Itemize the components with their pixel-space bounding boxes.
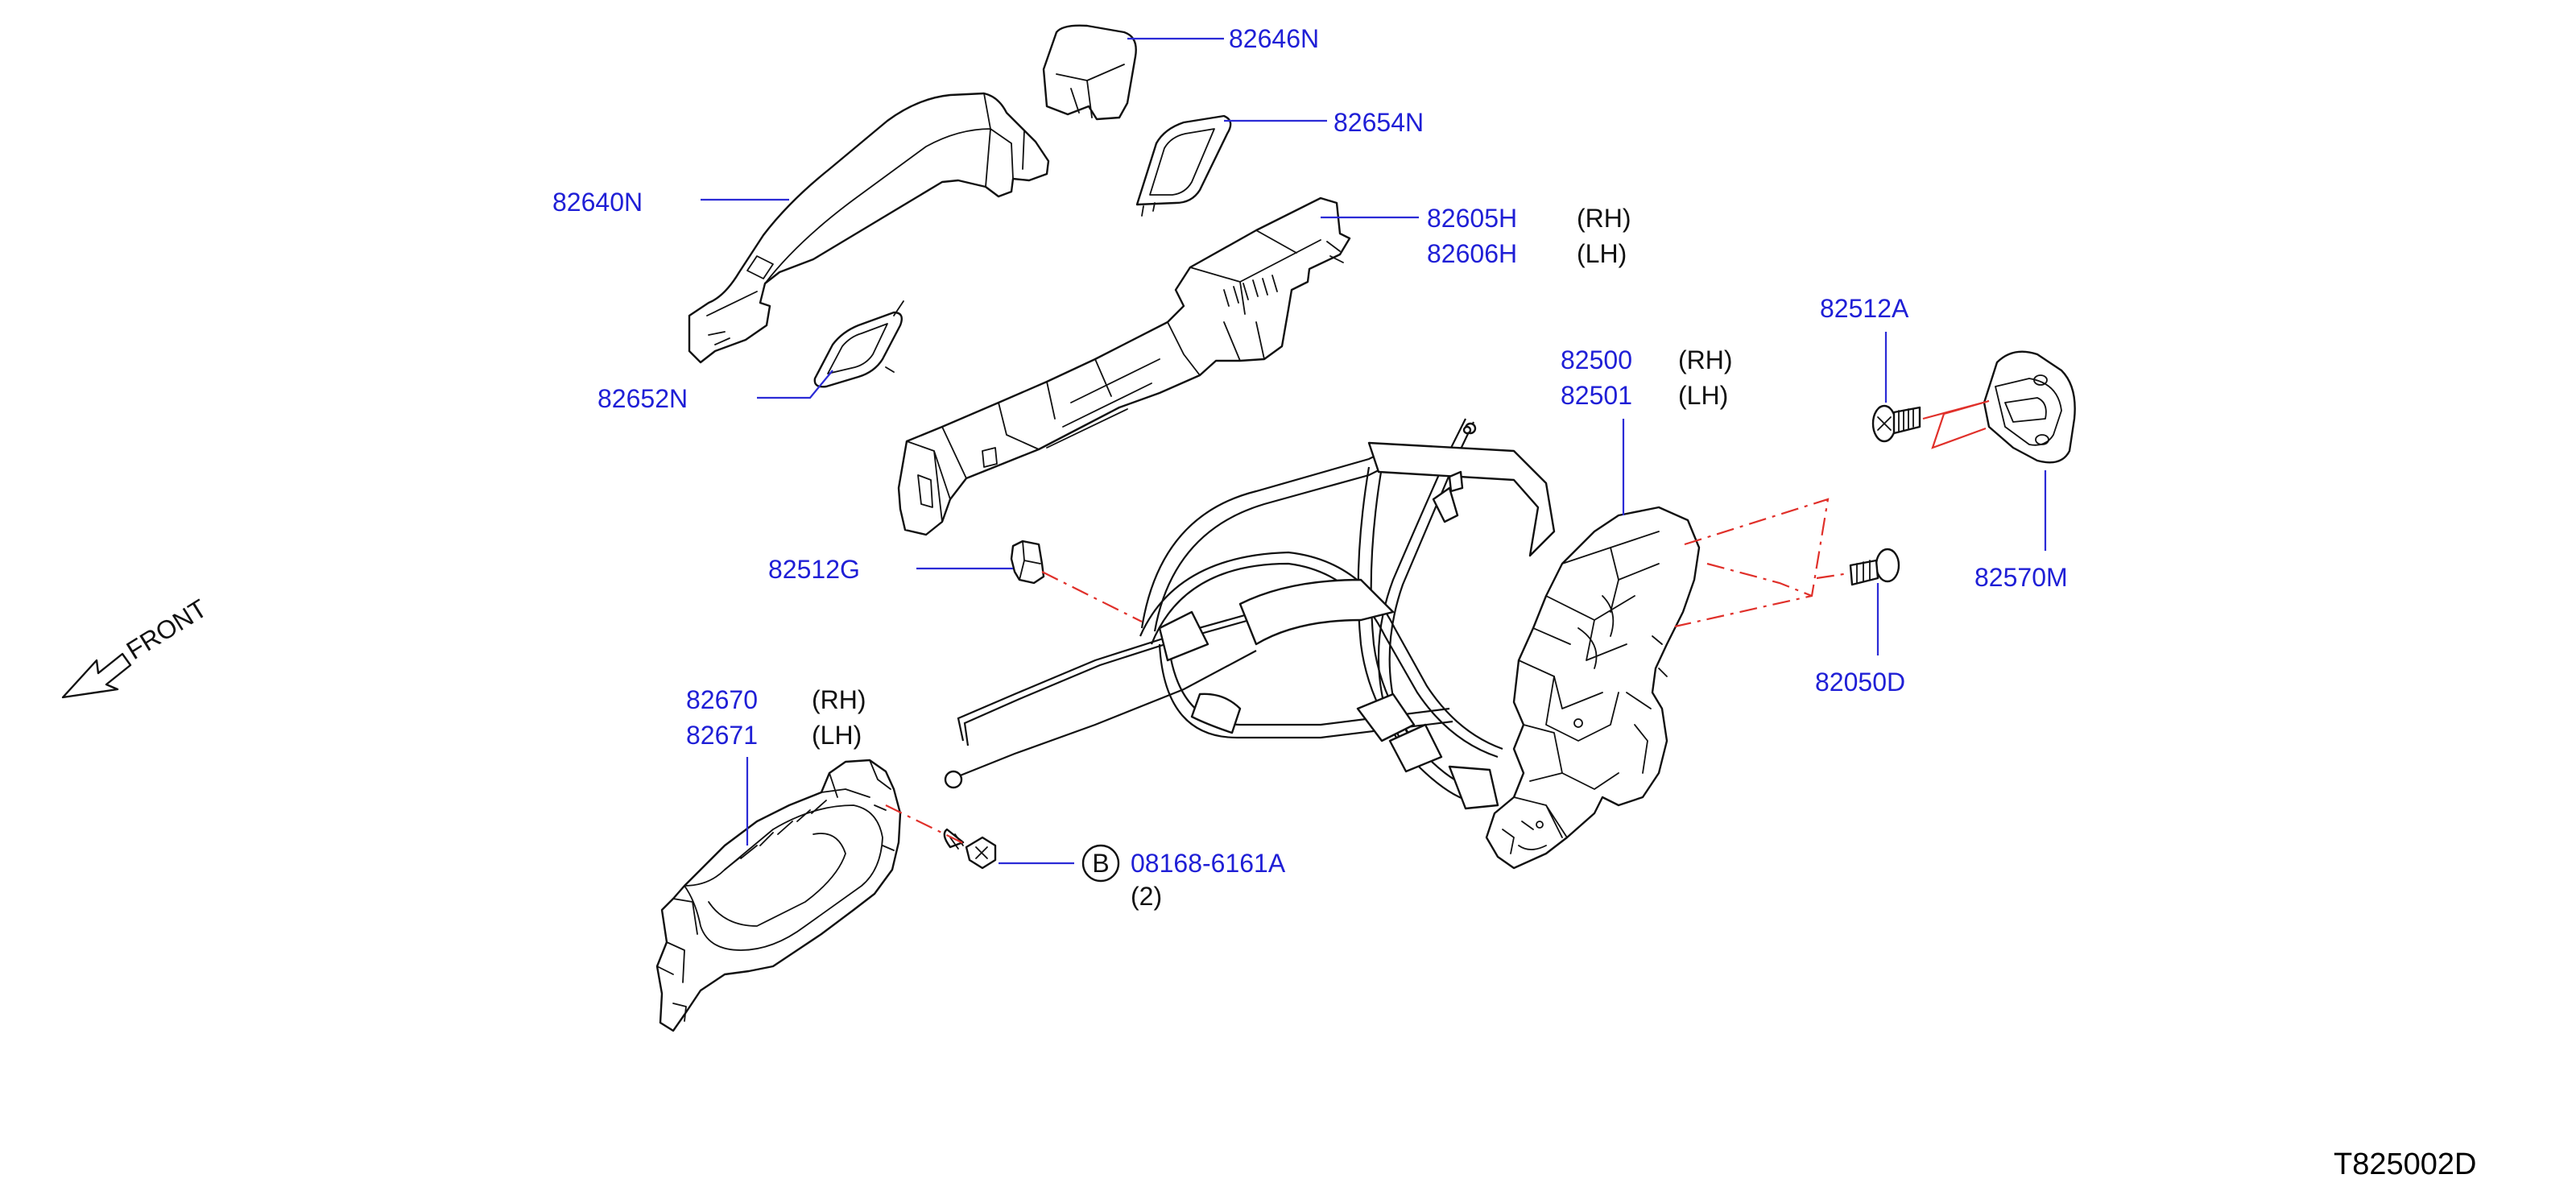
part-82050D-screw[interactable] <box>1849 548 1900 586</box>
label-08168-qty: (2) <box>1131 882 1162 911</box>
label-82500-side: (RH) <box>1678 345 1733 374</box>
label-82605H[interactable]: 82605H <box>1427 204 1517 233</box>
labels: 82646N 82654N 82640N 82605H (RH) 82606H … <box>552 24 2476 1181</box>
part-82646N-cap[interactable] <box>1042 24 1137 121</box>
label-82652N[interactable]: 82652N <box>597 384 688 413</box>
part-82570M-striker[interactable] <box>1983 350 2076 464</box>
label-82050D[interactable]: 82050D <box>1815 668 1905 697</box>
bolt-symbol-letter: B <box>1092 849 1109 878</box>
leader-lines <box>701 37 2047 865</box>
part-82512G-clip[interactable] <box>1010 540 1045 585</box>
label-82640N[interactable]: 82640N <box>552 188 643 217</box>
bolt-symbol-circle <box>1081 844 1120 883</box>
label-82512G[interactable]: 82512G <box>768 555 860 584</box>
label-82500[interactable]: 82500 <box>1561 345 1632 374</box>
part-82654N-gasket[interactable] <box>1135 114 1232 217</box>
front-label: FRONT <box>122 593 213 665</box>
label-82606H[interactable]: 82606H <box>1427 239 1517 268</box>
label-82512A[interactable]: 82512A <box>1820 294 1909 323</box>
front-arrow-icon <box>61 652 132 699</box>
label-08168-6161A[interactable]: 08168-6161A <box>1131 849 1286 878</box>
part-82500-door-lock[interactable] <box>1485 506 1701 870</box>
label-82671[interactable]: 82671 <box>686 721 758 750</box>
part-82605H-handle-bracket[interactable] <box>897 196 1351 536</box>
label-82570M[interactable]: 82570M <box>1974 563 2068 592</box>
label-82606H-side: (LH) <box>1577 239 1627 268</box>
label-82671-side: (LH) <box>812 721 862 750</box>
label-82501[interactable]: 82501 <box>1561 381 1632 410</box>
assembly-lines <box>885 399 1990 845</box>
diagram-reference: T825002D <box>2334 1147 2476 1181</box>
label-82670[interactable]: 82670 <box>686 685 758 714</box>
part-cable-assembly <box>944 418 1556 810</box>
front-indicator: FRONT <box>61 593 213 699</box>
label-82654N[interactable]: 82654N <box>1333 108 1424 137</box>
part-08168-bolt[interactable] <box>943 828 997 870</box>
label-82605H-side: (RH) <box>1577 204 1631 233</box>
part-82640N-outer-handle[interactable] <box>688 92 1050 364</box>
part-82652N-gasket[interactable] <box>813 300 904 388</box>
part-82670-inner-handle[interactable] <box>655 759 902 1032</box>
label-82670-side: (RH) <box>812 685 866 714</box>
label-82501-side: (LH) <box>1678 381 1728 410</box>
label-82646N[interactable]: 82646N <box>1229 24 1319 53</box>
part-82512A-screw[interactable] <box>1871 404 1921 443</box>
